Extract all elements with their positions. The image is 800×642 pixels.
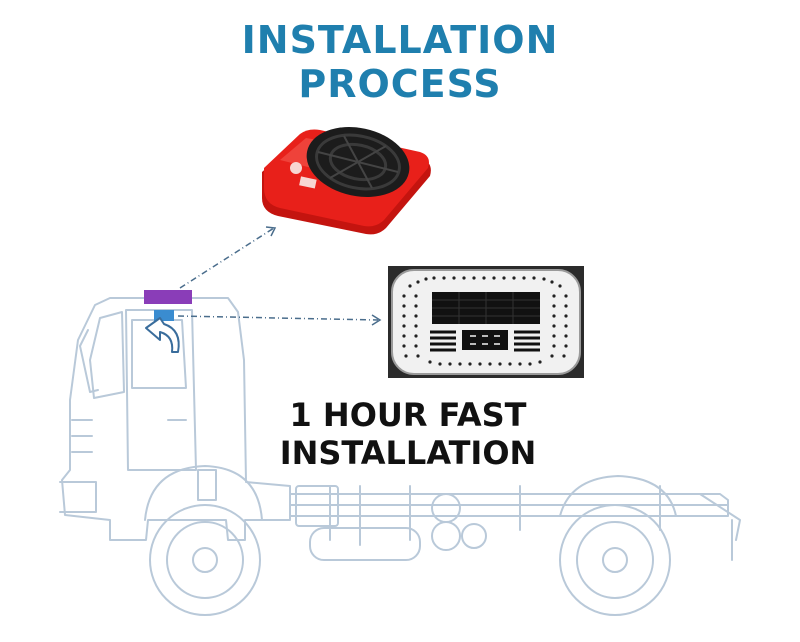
unit-badge — [290, 162, 302, 174]
roof-unit-marker — [144, 290, 192, 304]
unit-fan-grille — [315, 133, 401, 191]
chassis-frame — [289, 493, 729, 517]
front-wheel-rim — [166, 521, 244, 599]
front-wheel-hub — [192, 547, 218, 573]
battery-box — [295, 485, 339, 527]
unit-fan-spokes — [317, 135, 399, 189]
page-title: INSTALLATION PROCESS — [0, 18, 800, 106]
rear-wheel — [559, 504, 671, 616]
panel-top-vent-slats — [432, 292, 540, 324]
caption-line-2: INSTALLATION — [279, 434, 537, 472]
windshield — [89, 311, 125, 399]
cab-step — [197, 469, 217, 501]
rear-wheel-rim — [576, 521, 654, 599]
caption-line-1: 1 HOUR FAST — [289, 396, 527, 434]
airflow-arrow-icon — [145, 317, 180, 353]
panel-perforations — [402, 276, 568, 366]
fuel-tank — [309, 527, 421, 561]
title-line-1: INSTALLATION — [241, 18, 559, 62]
arrowhead-indoor — [371, 314, 382, 326]
air-tank-1 — [431, 493, 461, 523]
chassis-details — [329, 485, 741, 546]
title-line-2: PROCESS — [298, 62, 502, 106]
air-tank-3 — [461, 523, 487, 549]
front-wheel-arch — [144, 465, 263, 521]
front-wheel — [149, 504, 261, 616]
panel-display — [462, 330, 508, 350]
panel-side-vents — [430, 330, 540, 352]
front-grille — [71, 419, 93, 453]
front-bumper — [59, 481, 97, 513]
side-mirror — [79, 329, 99, 393]
rear-wheel-arch — [559, 475, 677, 517]
rear-wheel-hub — [602, 547, 628, 573]
roof-air-conditioner-unit — [262, 127, 431, 235]
panel-display-buttons — [470, 335, 500, 345]
installation-caption: 1 HOUR FAST INSTALLATION — [258, 396, 558, 472]
arrowhead-roof — [265, 226, 277, 237]
unit-label — [299, 176, 317, 189]
indoor-air-outlet-panel — [388, 266, 584, 378]
air-tank-2 — [431, 521, 461, 551]
truck-outline — [59, 297, 741, 616]
arrow-to-roof-unit — [179, 227, 275, 289]
arrow-to-indoor-panel — [177, 315, 379, 321]
leader-arrows — [177, 227, 379, 321]
indoor-panel-marker — [154, 310, 174, 321]
